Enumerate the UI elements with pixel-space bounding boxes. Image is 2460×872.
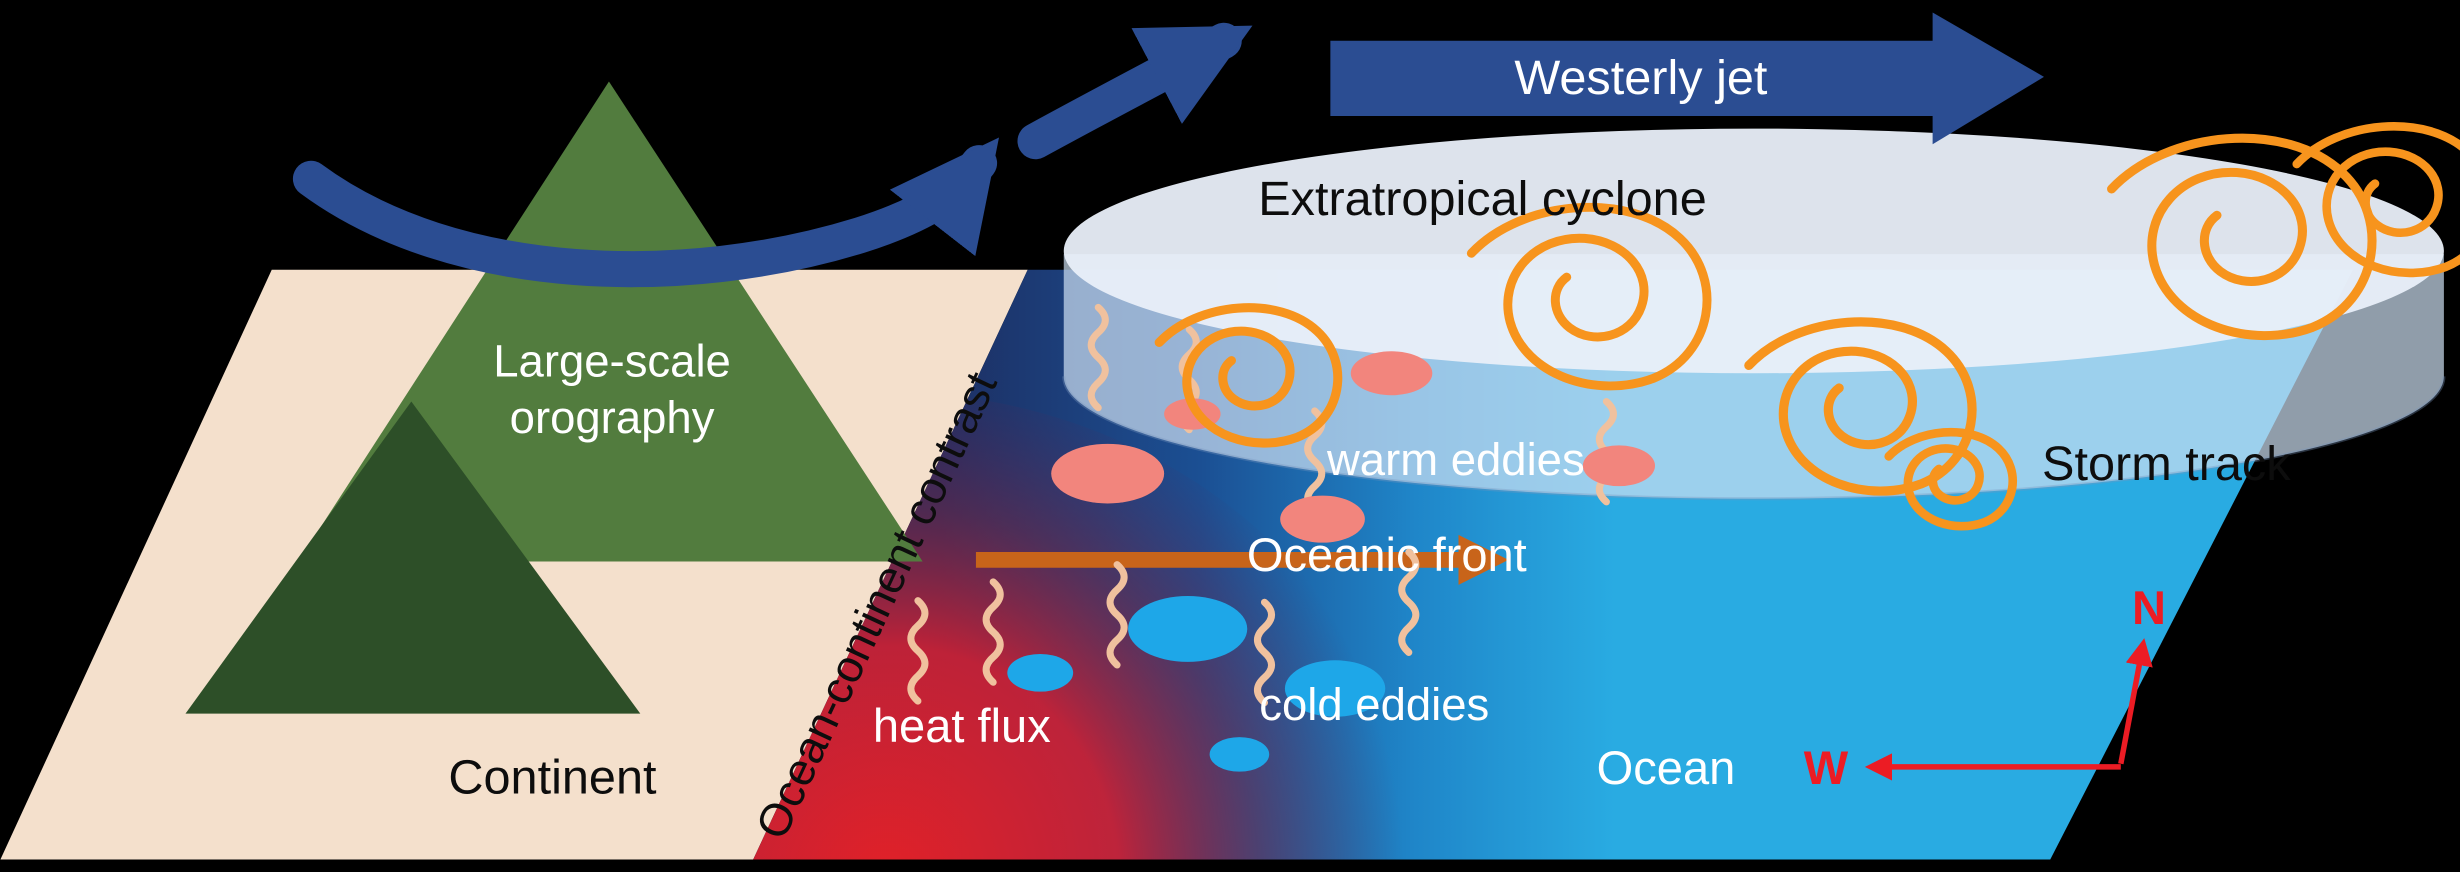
- cold-eddies-group: [1007, 595, 1386, 772]
- warm-eddy: [1051, 443, 1165, 504]
- heat-flux-label: heat flux: [873, 699, 1051, 752]
- extratropical-cyclone-label: Extratropical cyclone: [1258, 172, 1706, 226]
- compass-north-label: N: [2132, 581, 2166, 634]
- warm-eddies-label: warm eddies: [1326, 434, 1585, 485]
- cold-eddy: [1007, 654, 1074, 692]
- orography-label-line2: orography: [510, 392, 715, 443]
- warm-eddy: [1350, 351, 1433, 396]
- ocean-label: Ocean: [1597, 741, 1736, 794]
- mountain-front: [185, 401, 641, 714]
- westerly-jet-arrow: [1330, 12, 2044, 145]
- storm-track-disc-top: [1063, 128, 2444, 374]
- orographic-flow-arrow: [292, 137, 1000, 288]
- cold-eddy: [1209, 737, 1270, 772]
- cold-eddies-label: cold eddies: [1259, 679, 1489, 730]
- compass-north-arrow: [2118, 638, 2153, 765]
- cold-eddy: [1128, 595, 1248, 662]
- mountain-back: [298, 81, 923, 562]
- storm-track-disc-rim: [1062, 376, 2446, 501]
- continent-label: Continent: [448, 751, 657, 805]
- compass-west-label: W: [1804, 741, 1849, 794]
- ascending-flow-arrow: [1017, 22, 1253, 160]
- warm-eddy: [1582, 445, 1656, 487]
- oceanic-front-label: Oceanic front: [1247, 528, 1527, 581]
- warm-eddies-group: [1051, 351, 1656, 543]
- westerly-jet-label: Westerly jet: [1514, 51, 1768, 105]
- orography-label-line1: Large-scale: [493, 335, 731, 386]
- storm-track-label: Storm track: [2042, 437, 2291, 491]
- warm-eddy: [1280, 495, 1365, 543]
- cold-eddy: [1284, 660, 1386, 717]
- compass: N W: [1804, 581, 2166, 794]
